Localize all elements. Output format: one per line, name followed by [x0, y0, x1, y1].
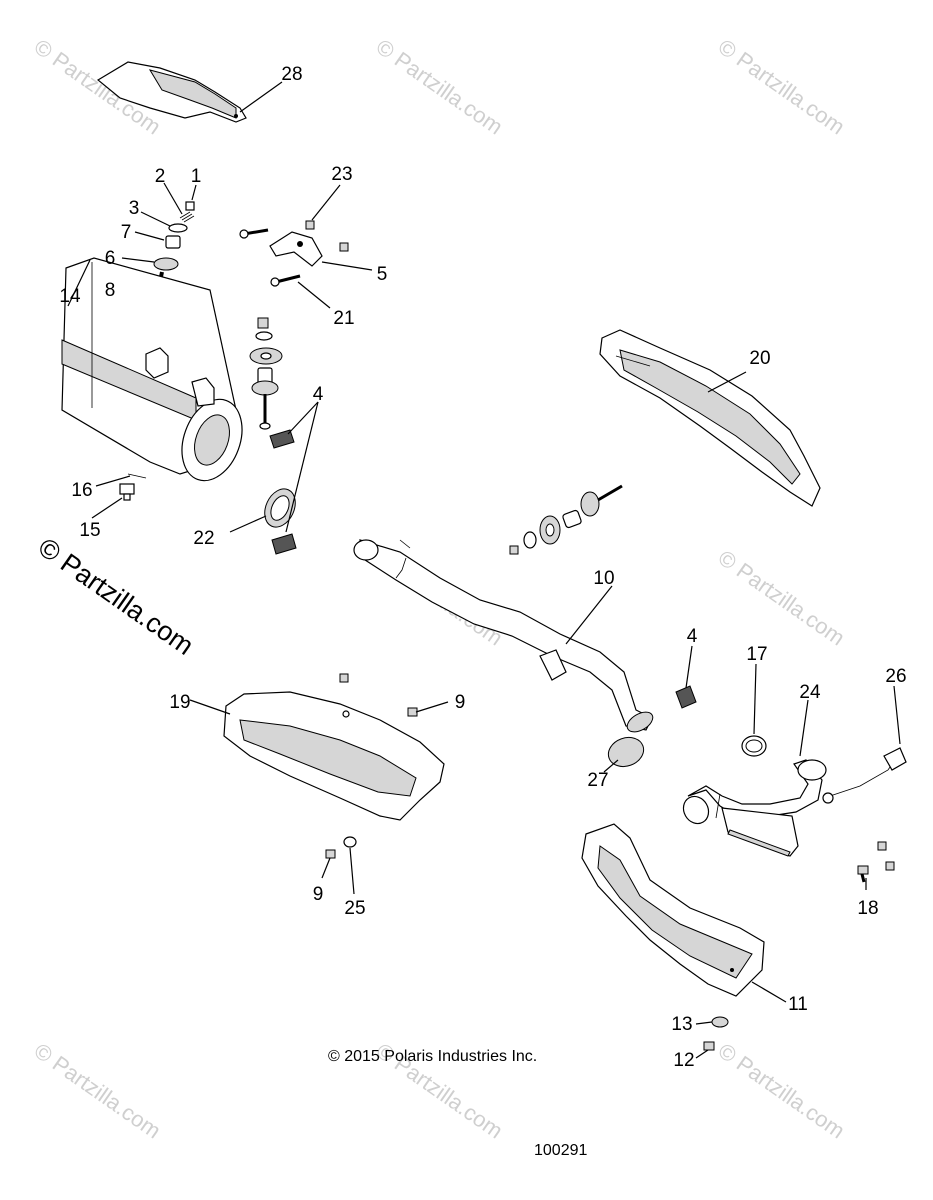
callout-19: 19: [169, 692, 190, 713]
diagram-number: 100291: [534, 1142, 588, 1159]
callout-8: 8: [105, 280, 116, 301]
mount-hardware[interactable]: [509, 484, 623, 555]
callout-22: 22: [193, 528, 214, 549]
callout-9-lower: 9: [313, 884, 324, 905]
callout-1: 1: [191, 166, 202, 187]
callout-28: 28: [281, 64, 302, 85]
callout-7: 7: [121, 222, 132, 243]
part-5-bracket[interactable]: [269, 231, 323, 267]
callout-25: 25: [344, 898, 365, 919]
callout-9: 9: [455, 692, 466, 713]
callout-16: 16: [71, 480, 92, 501]
part-11-heat-shield[interactable]: [581, 823, 765, 997]
callout-27: 27: [587, 770, 608, 791]
part-19-heat-shield[interactable]: [223, 691, 445, 821]
part-27-seal[interactable]: [604, 733, 647, 772]
part-1-nut[interactable]: [185, 201, 195, 211]
callout-20: 20: [749, 348, 770, 369]
callout-11: 11: [788, 994, 808, 1015]
callout-18: 18: [857, 898, 878, 919]
part-21-bolt[interactable]: [239, 228, 301, 287]
part-9-screw[interactable]: [325, 673, 418, 859]
callout-15: 15: [79, 520, 100, 541]
part-18-bolts[interactable]: [857, 841, 895, 883]
part-17-gasket[interactable]: [741, 735, 767, 757]
callout-2: 2: [155, 166, 166, 187]
part-4-spring[interactable]: [269, 429, 297, 555]
callout-21: 21: [333, 308, 354, 329]
part-2-spring[interactable]: [179, 211, 195, 223]
part-12-screw[interactable]: [703, 1041, 715, 1051]
callout-12: 12: [673, 1050, 694, 1071]
part-23-nut[interactable]: [305, 220, 349, 252]
callout-5: 5: [377, 264, 388, 285]
part-14-muffler[interactable]: [61, 257, 253, 489]
mount-stack[interactable]: [249, 317, 283, 430]
callout-4: 4: [313, 384, 324, 405]
callout-14: 14: [59, 286, 81, 307]
copyright-text: © 2015 Polaris Industries Inc.: [328, 1048, 538, 1065]
part-24-head-pipe[interactable]: [679, 759, 827, 857]
part-20-heat-shield[interactable]: [599, 329, 821, 507]
part-28-heat-shield[interactable]: [96, 61, 247, 123]
part-16-clip[interactable]: [127, 473, 147, 479]
callout-10: 10: [593, 568, 614, 589]
callout-3: 3: [129, 198, 140, 219]
callout-4-right: 4: [687, 626, 698, 647]
callout-13: 13: [671, 1014, 692, 1035]
part-4-spring[interactable]: [675, 685, 697, 709]
part-26-o2-sensor[interactable]: [822, 747, 907, 804]
callout-24: 24: [799, 682, 821, 703]
part-22-gasket[interactable]: [259, 484, 301, 532]
part-13-washer[interactable]: [711, 1016, 729, 1028]
part-25-washer[interactable]: [343, 836, 357, 848]
callout-17: 17: [746, 644, 767, 665]
part-15-screw[interactable]: [119, 483, 135, 501]
part-6-grommet[interactable]: [153, 257, 179, 271]
callout-6: 6: [105, 248, 116, 269]
callout-26: 26: [885, 666, 906, 687]
part-10-exhaust-pipe[interactable]: [353, 539, 656, 736]
part-3-washer[interactable]: [168, 223, 188, 233]
callout-23: 23: [331, 164, 352, 185]
part-7-bushing[interactable]: [165, 235, 181, 249]
